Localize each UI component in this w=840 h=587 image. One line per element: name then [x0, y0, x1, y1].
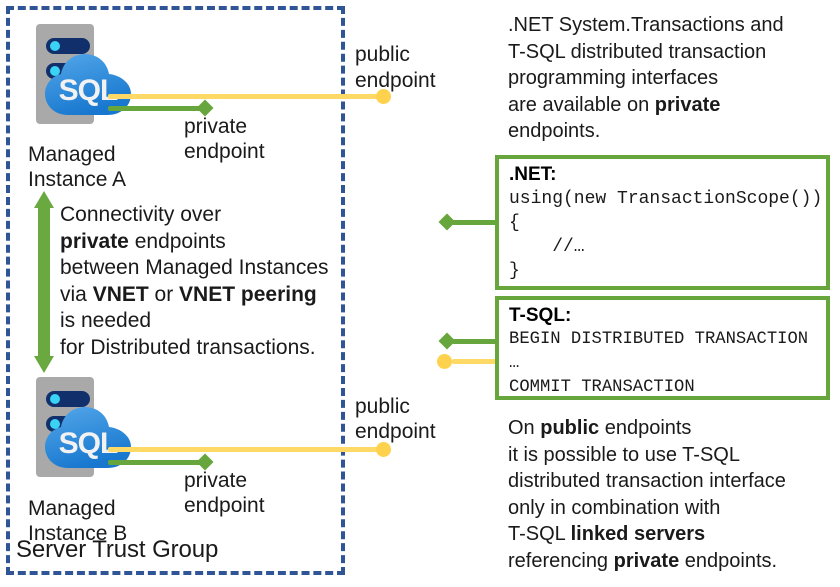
cloud-icon: [44, 405, 132, 471]
public-endpoint-note-line-4: only in combination with: [508, 496, 721, 519]
managed-instance-a-caption-line2: Instance A: [28, 168, 127, 191]
instance-b-public-endpoint-marker: [376, 442, 391, 457]
instance-a-public-endpoint-marker: [376, 89, 391, 104]
connectivity-note-line-3: between Managed Instances: [60, 256, 329, 279]
instance-b-private-endpoint-line: [108, 460, 204, 465]
public-endpoint-note-line-2: it is possible to use T-SQL: [508, 443, 740, 466]
instance-a-private-endpoint-label-line2: endpoint: [184, 140, 265, 163]
connectivity-note-line-6: for Distributed transactions.: [60, 335, 316, 359]
server-bay-1-icon: [46, 38, 90, 54]
public-endpoint-note-line-3: distributed transaction interface: [508, 470, 786, 492]
instance-a-public-endpoint-label-line1: public: [355, 43, 410, 66]
private-endpoint-note-line-4: are available on private: [508, 93, 721, 116]
tsql-box-public-connector-line: [452, 359, 498, 364]
server-bay-1-icon: [46, 391, 90, 407]
tsql-code-box-header: T-SQL:: [509, 305, 572, 326]
net-box-connector-line: [452, 220, 498, 225]
instance-b-private-endpoint-label-line2: endpoint: [184, 494, 265, 517]
private-connectivity-arrow: [32, 191, 56, 373]
public-endpoint-note-line-1: On public endpoints: [508, 417, 692, 439]
net-box-private-marker: [438, 213, 456, 231]
tsql-code-box: T-SQL: BEGIN DISTRIBUTED TRANSACTION … C…: [495, 296, 830, 400]
server-led-2-icon: [50, 66, 60, 76]
server-led-1-icon: [50, 394, 60, 404]
managed-instance-b-caption-line2: Instance B: [28, 522, 128, 545]
connectivity-note: Connectivity over private endpoints betw…: [60, 202, 350, 361]
connectivity-note-line-1: Connectivity over: [60, 203, 222, 226]
cloud-icon: [44, 52, 132, 118]
server-trust-group-label: Server Trust Group: [16, 536, 219, 563]
instance-b-public-endpoint-line: [108, 447, 385, 452]
tsql-box-private-marker: [438, 332, 456, 350]
tsql-box-public-marker: [437, 354, 452, 369]
public-endpoint-note-line-5: T-SQL linked servers: [508, 523, 706, 545]
instance-b-public-endpoint-label-line2: endpoint: [355, 420, 436, 443]
sql-wordmark: SQL: [58, 427, 119, 460]
private-endpoint-note-line-5: endpoints.: [508, 120, 601, 142]
instance-a-private-endpoint-label-line1: private: [184, 115, 248, 138]
net-code-snippet: using(new TransactionScope()) { //… }: [509, 189, 823, 281]
public-endpoint-note: On public endpoints it is possible to us…: [508, 415, 840, 574]
private-endpoint-note-line-1: .NET System.Transactions and: [508, 14, 784, 36]
private-endpoint-note: .NET System.Transactions and T-SQL distr…: [508, 12, 838, 145]
private-endpoint-note-line-2: T-SQL distributed transaction: [508, 40, 767, 63]
managed-instance-b-icon: SQL: [22, 375, 142, 495]
server-led-1-icon: [50, 41, 60, 51]
net-code-box: .NET: using(new TransactionScope()) { //…: [495, 155, 830, 290]
sql-wordmark: SQL: [58, 74, 119, 107]
instance-b-public-endpoint-label-line1: public: [355, 395, 410, 418]
managed-instance-a-icon: SQL: [22, 22, 142, 142]
server-led-2-icon: [50, 419, 60, 429]
managed-instance-a-caption-line1: Managed: [28, 143, 116, 166]
managed-instance-b-caption-line1: Managed: [28, 497, 116, 520]
net-code-box-header: .NET:: [509, 164, 557, 185]
private-endpoint-note-line-3: programming interfaces: [508, 67, 719, 89]
connectivity-note-line-5: is needed: [60, 309, 152, 332]
instance-b-private-endpoint-label-line1: private: [184, 469, 248, 492]
public-endpoint-note-line-6: referencing private endpoints.: [508, 549, 778, 572]
instance-a-public-endpoint-line: [108, 94, 385, 99]
tsql-box-private-connector-line: [452, 339, 498, 344]
tsql-code-snippet: BEGIN DISTRIBUTED TRANSACTION … COMMIT T…: [509, 330, 809, 397]
instance-a-public-endpoint-label-line2: endpoint: [355, 69, 436, 92]
instance-a-private-endpoint-line: [108, 106, 204, 111]
connectivity-note-line-4: via VNET or VNET peering: [60, 282, 317, 306]
server-trust-group-boundary: [6, 6, 345, 575]
connectivity-note-line-2: private endpoints: [60, 229, 226, 253]
